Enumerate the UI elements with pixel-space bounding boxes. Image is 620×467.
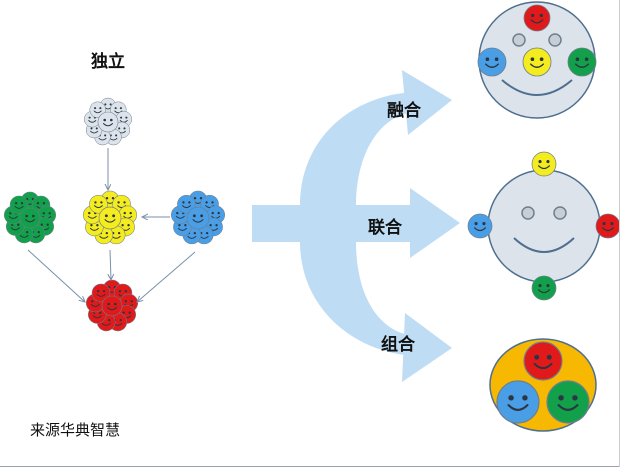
arrow-green-to-red bbox=[27, 249, 85, 302]
center-smiley bbox=[98, 206, 122, 230]
label-fusion: 融合 bbox=[387, 100, 422, 121]
arrow-yellow-to-red bbox=[110, 249, 111, 280]
alliance-figure bbox=[467, 151, 620, 301]
cluster-green-smileys bbox=[3, 191, 57, 244]
small-smiley bbox=[89, 101, 106, 118]
independent-title: 独立 bbox=[91, 51, 125, 72]
combination-figure bbox=[489, 338, 597, 432]
curved-fan-arrow bbox=[300, 92, 415, 356]
cluster-blue-smileys bbox=[171, 190, 225, 245]
cluster-red-smileys bbox=[85, 279, 139, 332]
arrow-blue-to-red bbox=[137, 251, 196, 302]
combo-red-smiley bbox=[523, 341, 563, 381]
arrowhead-middle bbox=[410, 188, 460, 258]
fusion-yellow-smiley bbox=[522, 47, 552, 77]
alliance-green-smiley bbox=[531, 275, 557, 301]
arrowhead-bottom bbox=[402, 313, 452, 382]
fusion-blue-smiley bbox=[477, 47, 507, 77]
small-smiley bbox=[9, 195, 29, 215]
cluster-gray-smileys bbox=[83, 97, 133, 146]
combo-green-smiley bbox=[546, 380, 590, 424]
fusion-red-smiley bbox=[523, 4, 551, 32]
center-smiley bbox=[97, 111, 119, 133]
label-alliance: 联合 bbox=[368, 217, 403, 238]
fusion-figure bbox=[477, 1, 597, 119]
center-smiley bbox=[19, 207, 41, 229]
small-smiley bbox=[91, 283, 111, 303]
fusion-green-smiley bbox=[567, 47, 597, 77]
arrowhead-top bbox=[402, 70, 452, 135]
main-right-arrow-shaft bbox=[252, 205, 300, 242]
cluster-connectors bbox=[27, 148, 196, 302]
small-smiley bbox=[89, 194, 108, 214]
small-smiley bbox=[177, 194, 196, 214]
combo-blue-smiley bbox=[496, 380, 540, 424]
source-caption: 来源华典智慧 bbox=[30, 421, 121, 439]
center-smiley bbox=[101, 295, 123, 317]
alliance-blue-smiley bbox=[467, 213, 493, 239]
label-combination: 组合 bbox=[381, 334, 416, 355]
alliance-yellow-smiley bbox=[531, 151, 557, 177]
alliance-red-smiley bbox=[595, 213, 620, 239]
center-smiley bbox=[186, 206, 210, 230]
cluster-yellow-smileys bbox=[83, 190, 137, 245]
